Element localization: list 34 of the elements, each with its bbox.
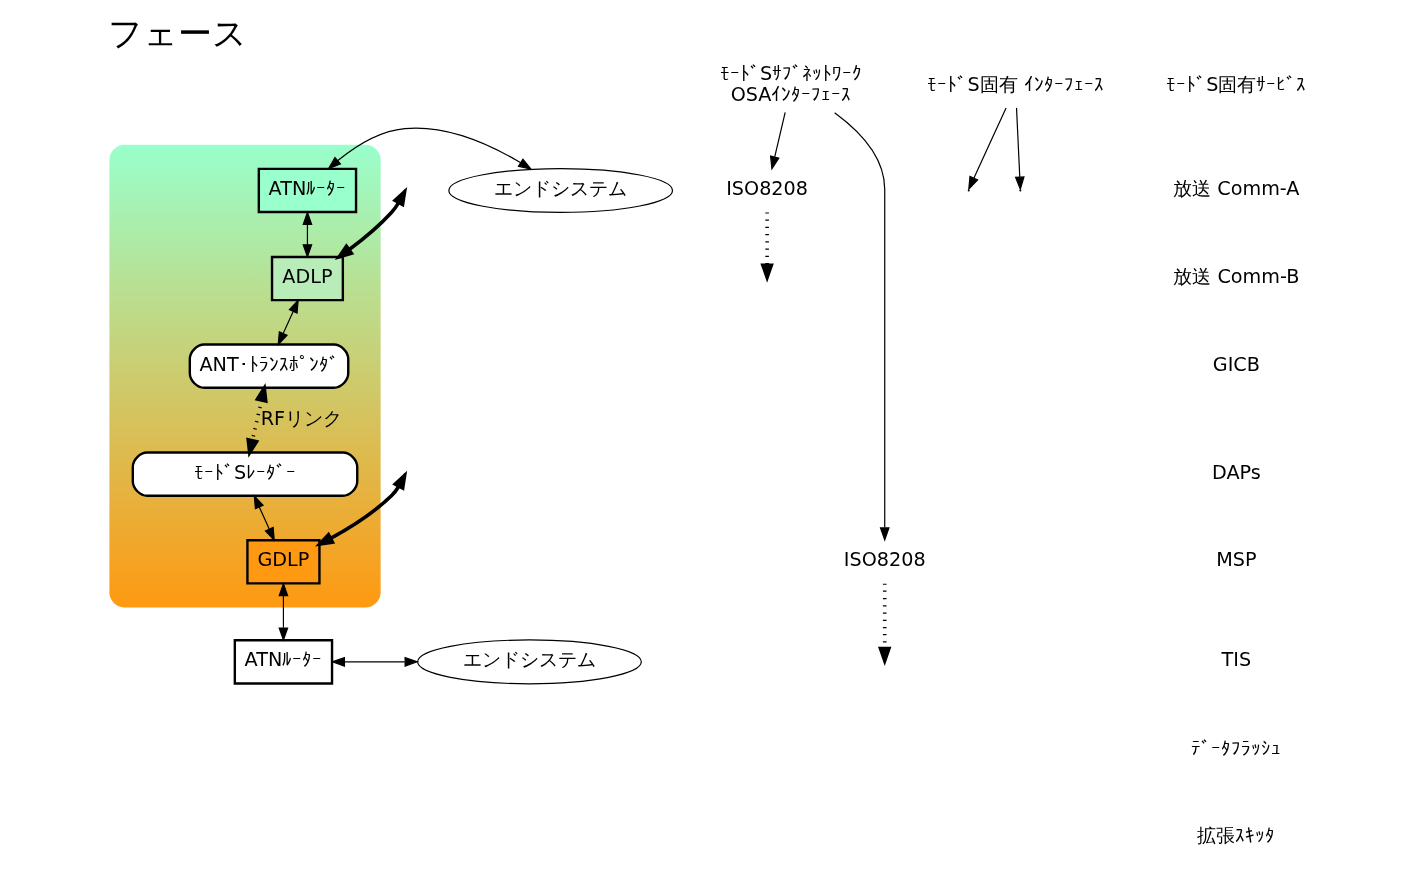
node-box: ADLP [270,255,344,302]
label: MSP [1215,548,1257,572]
label: ﾓｰﾄﾞS固有ｻｰﾋﾞｽ [1165,72,1306,96]
arrow [253,494,275,542]
node-ellipse: エンドシステム [447,167,673,213]
node-text: ISO8208 [725,177,808,201]
node-text: ISO8208 [843,548,926,572]
label: 拡張ｽｷｯﾀ [1196,824,1275,848]
node-box: ATNﾙｰﾀｰ [233,639,333,685]
arrow [277,298,299,347]
arrow [330,656,419,667]
diagram-title: フェース [107,13,247,53]
arrow [967,107,1007,191]
cluster [108,144,381,608]
arrow [326,127,532,170]
node-text: ﾓｰﾄﾞSｻﾌﾞﾈｯﾄﾜｰｸ OSAｲﾝﾀｰﾌｪｰｽ [719,61,862,107]
label: 放送 Comm-B [1172,265,1299,289]
node-box: ANT･ﾄﾗﾝｽﾎﾟﾝﾀﾞ [188,343,349,389]
arrow [833,112,890,542]
edge-label: RFリンク [260,406,342,430]
node-box: GDLP [245,538,321,585]
label: 放送 Comm-A [1172,177,1300,201]
arrow [245,382,268,458]
label: TIS [1221,648,1251,672]
node-box: ATNﾙｰﾀｰ [257,167,357,214]
arrow [277,581,288,642]
label: DAPs [1211,460,1261,484]
arrow [301,210,312,259]
node-box: ﾓｰﾄﾞSﾚｰﾀﾞｰ [131,451,358,497]
label: GICB [1212,352,1260,376]
node-text: ﾓｰﾄﾞS固有 ｲﾝﾀｰﾌｪｰｽ [926,72,1104,96]
label: ﾃﾞｰﾀﾌﾗｯｼｭ [1190,736,1281,760]
node-ellipse: エンドシステム [416,639,642,685]
arrow [769,111,786,171]
